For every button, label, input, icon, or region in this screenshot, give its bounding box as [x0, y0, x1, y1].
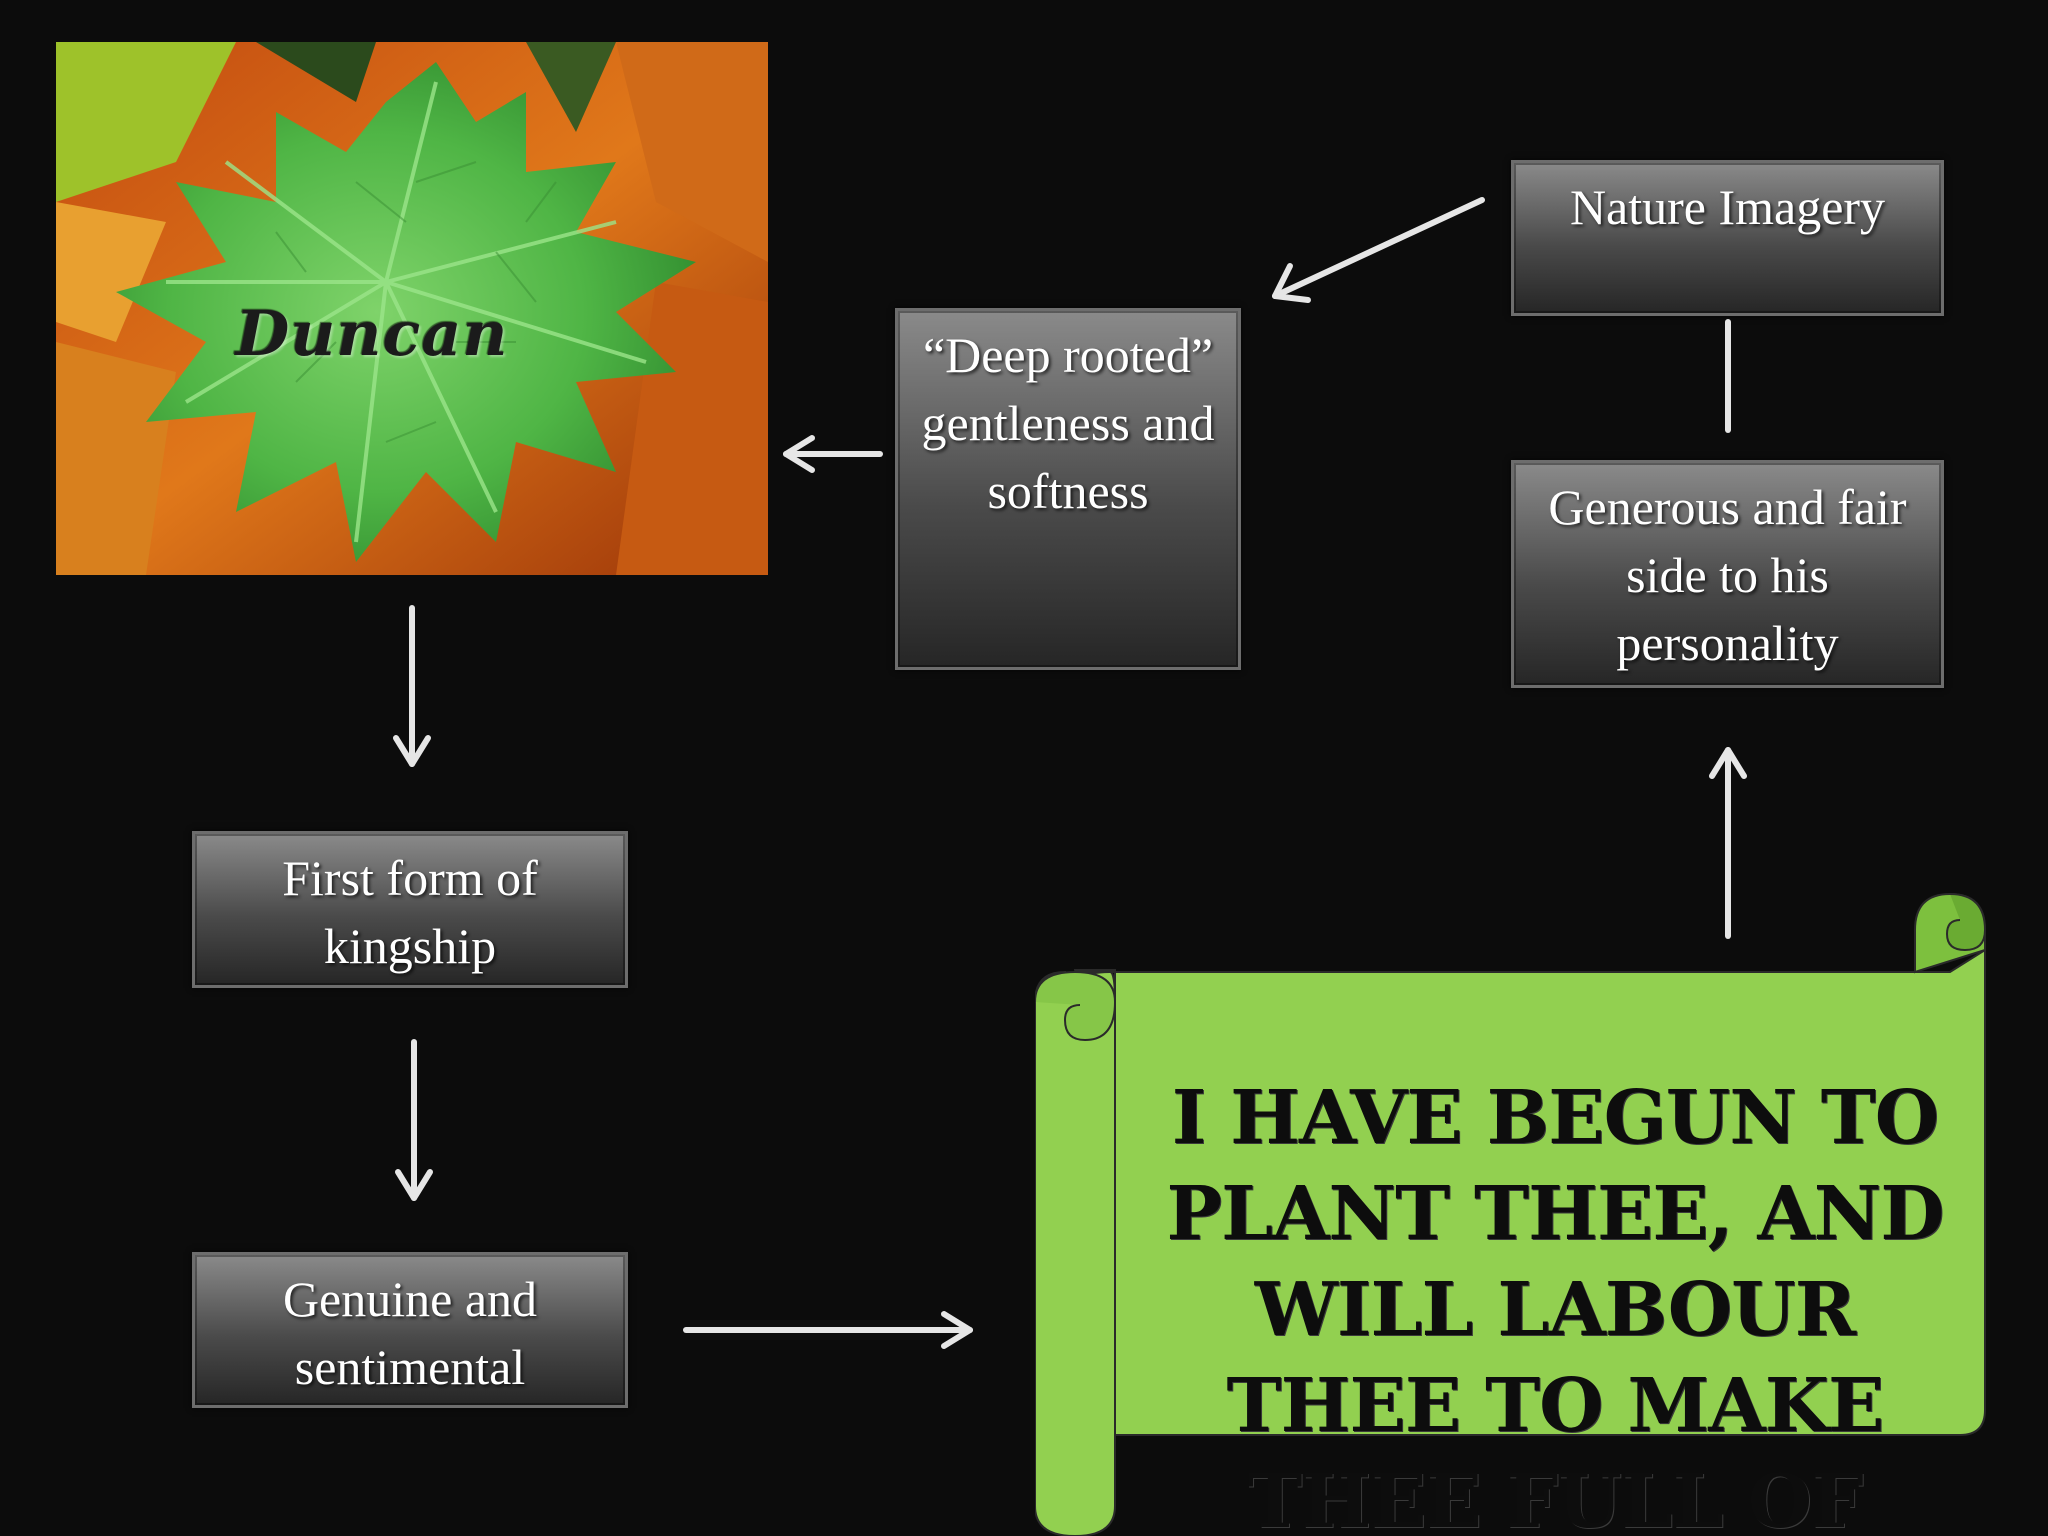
first-form-label: First form of kingship — [282, 850, 538, 974]
genuine-box: Genuine and sentimental — [192, 1252, 628, 1408]
leaf-image: Duncan — [56, 42, 768, 575]
deep-rooted-label: “Deep rooted” gentleness and softness — [921, 327, 1215, 519]
nature-imagery-box: Nature Imagery — [1511, 160, 1944, 316]
arrow-nature-to-deep — [1272, 197, 1485, 303]
quote-scroll: I HAVE BEGUN TO PLANT THEE, AND WILL LAB… — [1035, 890, 1990, 1536]
leaf-illustration — [56, 42, 768, 575]
nature-imagery-label: Nature Imagery — [1569, 179, 1886, 235]
first-form-box: First form of kingship — [192, 831, 628, 988]
genuine-label: Genuine and sentimental — [282, 1271, 538, 1395]
arrow-genuine-to-scroll — [683, 1311, 973, 1349]
leaf-caption: Duncan — [235, 297, 509, 370]
arrow-leaf-to-first — [393, 605, 431, 767]
scroll-shape — [1035, 892, 1987, 1536]
quote-text: I HAVE BEGUN TO PLANT THEE, AND WILL LAB… — [1166, 1075, 1944, 1536]
arrow-first-to-genuine — [395, 1039, 433, 1201]
generous-box: Generous and fair side to his personalit… — [1511, 460, 1944, 688]
arrow-deep-to-leaf — [783, 435, 883, 473]
generous-label: Generous and fair side to his personalit… — [1548, 479, 1907, 671]
deep-rooted-box: “Deep rooted” gentleness and softness — [895, 308, 1241, 670]
